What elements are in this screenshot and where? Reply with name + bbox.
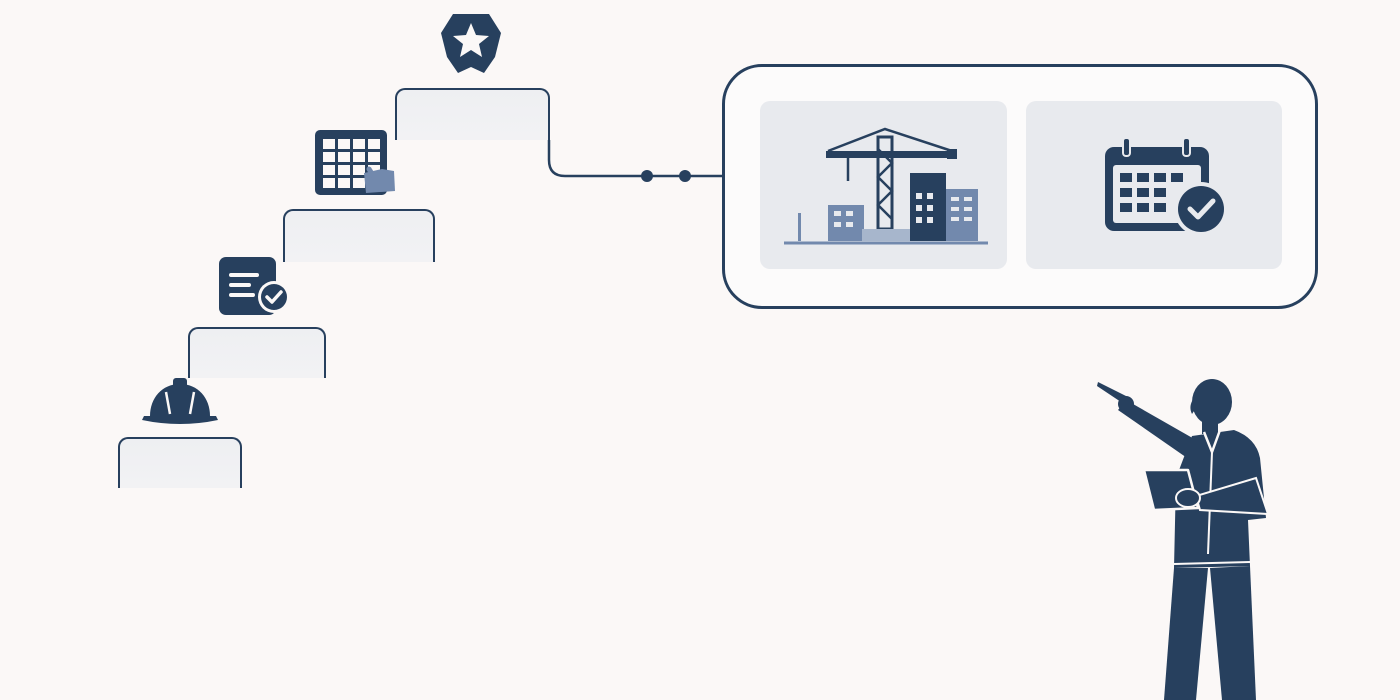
hard-hat-icon: [140, 376, 220, 428]
schedule-card: [1026, 101, 1282, 269]
grid-board-icon: [314, 129, 400, 197]
connector-dot-1: [641, 170, 653, 182]
step-2-platform: [188, 327, 326, 378]
checked-document-icon: [218, 256, 294, 318]
step-1-platform: [118, 437, 242, 488]
step-3-platform: [283, 209, 435, 262]
construction-card: [760, 101, 1007, 269]
calendar-check-icon: [1103, 137, 1229, 237]
person-pointing-icon: [1096, 378, 1276, 700]
connector-dot-2: [679, 170, 691, 182]
star-badge-icon: [438, 9, 504, 77]
construction-site-icon: [782, 127, 992, 247]
step-4-platform: [395, 88, 550, 140]
